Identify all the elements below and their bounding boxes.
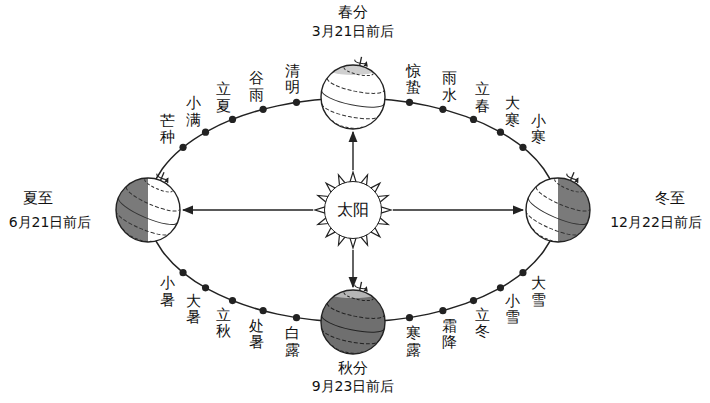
term-name: 秋分 [338,359,368,377]
solar-term-label: 处暑 [249,317,264,350]
solar-term-label: 大雪 [531,275,546,308]
sun-rays [315,172,391,248]
solar-term-label: 小雪 [505,292,520,325]
term-dots [179,99,526,322]
orbit-ellipse [148,98,558,322]
term-dot [260,106,267,113]
term-dot [260,307,267,314]
solar-term-label: 谷雨 [249,70,264,103]
term-dot [470,116,477,123]
solar-term-label: 小暑 [160,275,175,308]
earth-globe: 冬至12月22日前后 [525,177,591,243]
term-dot [229,297,236,304]
solar-term-label: 大暑 [186,292,201,325]
term-dot [439,307,446,314]
sun-ray [381,207,391,213]
term-dot [406,99,413,106]
term-dot [293,314,300,321]
sun-ray [350,238,356,248]
term-dot [202,284,209,291]
sun-circle: 太阳 [324,181,382,239]
sun-label: 太阳 [337,200,369,221]
term-dot [293,99,300,106]
solar-term-label: 寒露 [406,325,421,358]
solar-term-label: 惊蛰 [406,62,421,95]
term-name: 春分 [338,3,368,21]
solar-term-label: 清明 [285,62,300,95]
solar-term-label: 霜降 [442,317,457,350]
globe-figure [320,289,386,355]
solar-term-label: 立秋 [216,306,231,339]
earth-globe: 秋分9月23日前后 [320,289,386,355]
term-dot [519,144,526,151]
term-dot [202,129,209,136]
sunlight-arrow [352,132,353,170]
earth-globe: 春分3月21日前后 [320,64,386,130]
term-dot [229,116,236,123]
term-dot [470,297,477,304]
solar-term-label: 立春 [475,81,490,114]
term-name: 冬至 [655,189,685,207]
sunlight-arrow [352,250,353,287]
term-dot [439,106,446,113]
solar-term-label: 雨水 [442,70,457,103]
term-date: 9月23日前后 [312,378,395,395]
term-name: 夏至 [23,189,53,207]
sunlight-arrow [183,209,313,210]
term-dot [519,269,526,276]
term-dot [406,314,413,321]
term-dot [179,269,186,276]
term-dot [497,129,504,136]
globe-figure [320,64,386,130]
solar-term-label: 立夏 [216,81,231,114]
solar-term-label: 大寒 [505,95,520,128]
sunlight-arrow [393,209,523,210]
solar-term-label: 立冬 [475,306,490,339]
globe-figure [115,177,181,243]
term-date: 6月21日前后 [9,214,92,231]
term-dot [179,144,186,151]
term-dot [497,284,504,291]
solar-term-label: 小满 [186,95,201,128]
solar-term-label: 小寒 [531,112,546,145]
globe-figure [525,177,591,243]
term-date: 3月21日前后 [312,23,395,40]
earth-globe: 夏至6月21日前后 [115,177,181,243]
solar-term-label: 芒种 [160,112,175,145]
term-date: 12月22日前后 [610,214,702,231]
solar-term-label: 白露 [285,325,300,358]
